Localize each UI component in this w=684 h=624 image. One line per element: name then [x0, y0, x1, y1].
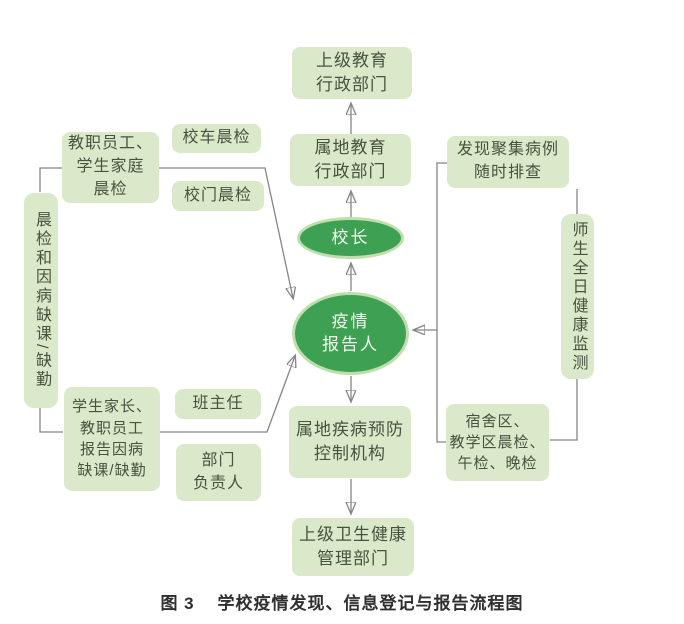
node-parents-staff-illness-report: 学生家长、 教职员工 报告因病 缺课/缺勤 — [64, 387, 160, 491]
node-school-bus-morning-check: 校车晨检 — [172, 124, 261, 153]
bracket-morning-check-label-top — [39, 167, 62, 192]
node-dorm-teaching-area-checks: 宿舍区、 教学区晨检、 午检、晚检 — [446, 404, 549, 481]
node-department-head: 部门 负责人 — [176, 444, 261, 501]
figure-caption: 图 3 学校疫情发现、信息登记与报告流程图 — [160, 594, 524, 613]
node-local-education-dept: 属地教育 行政部门 — [290, 134, 411, 186]
label-all-day-health-monitoring: 师生全日健康监测 — [561, 214, 594, 379]
arrow-morning-check-to-reporter — [159, 167, 293, 298]
bracket-monitoring-label-bottom — [550, 379, 578, 441]
node-superior-education-dept: 上级教育 行政部门 — [292, 47, 412, 99]
bracket-morning-check-label-bottom — [39, 408, 63, 433]
node-local-cdc: 属地疾病预防 控制机构 — [289, 406, 411, 478]
node-staff-family-morning-check: 教职员工、 学生家庭 晨检 — [62, 132, 159, 203]
node-school-gate-morning-check: 校门晨检 — [172, 181, 264, 211]
node-principal: 校长 — [297, 217, 404, 259]
node-class-teacher: 班主任 — [175, 389, 261, 419]
label-morning-check-and-absence: 晨检和因病缺课/缺勤 — [24, 193, 58, 408]
arrow-illness-report-to-reporter — [159, 356, 295, 433]
node-epidemic-reporter: 疫情 报告人 — [292, 292, 409, 375]
node-cluster-case-screening: 发现聚集病例 随时排查 — [447, 136, 569, 188]
bracket-right-group-left — [436, 162, 447, 443]
node-superior-health-dept: 上级卫生健康 管理部门 — [292, 518, 414, 576]
